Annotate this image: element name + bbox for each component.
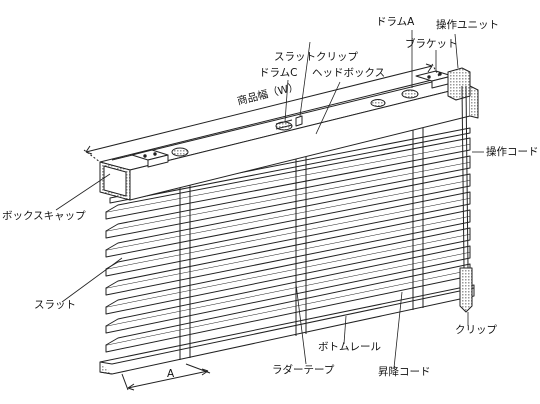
drum-left bbox=[171, 147, 189, 157]
label-bottom-rail: ボトムレール bbox=[318, 341, 381, 353]
drum-mid bbox=[370, 99, 386, 107]
label-control-unit: 操作ユニット bbox=[436, 19, 499, 31]
label-slat-clip: スラットクリップ bbox=[274, 51, 358, 63]
slat-row bbox=[105, 263, 471, 353]
control-unit bbox=[447, 67, 471, 101]
cord-clip bbox=[459, 267, 473, 313]
operation-cord bbox=[461, 85, 469, 269]
slat-row bbox=[105, 173, 471, 258]
slat-row bbox=[105, 227, 471, 315]
label-head-box: ヘッドボックス bbox=[312, 67, 386, 79]
label-box-cap: ボックスキャップ bbox=[2, 210, 86, 222]
dimension-a bbox=[121, 363, 211, 391]
label-slat: スラット bbox=[34, 299, 76, 311]
label-lift-cord: 昇降コード bbox=[378, 366, 431, 378]
label-dimension-a: A bbox=[167, 368, 175, 380]
leader-lines bbox=[55, 30, 484, 369]
label-clip: クリップ bbox=[455, 324, 497, 336]
ladder-tapes bbox=[179, 124, 424, 360]
drum-c bbox=[275, 119, 293, 131]
bottom-rail bbox=[99, 284, 475, 375]
slats bbox=[105, 127, 471, 353]
label-bracket: ブラケット bbox=[405, 38, 458, 50]
drum-a bbox=[401, 89, 419, 99]
slat-row bbox=[105, 191, 471, 277]
slat-row bbox=[109, 127, 471, 204]
label-ladder-tape: ラダーテープ bbox=[272, 364, 335, 376]
label-drum-a: ドラムA bbox=[376, 16, 415, 28]
label-drum-c: ドラムC bbox=[259, 67, 298, 79]
label-operation-cord: 操作コード bbox=[486, 146, 539, 158]
slat-clip bbox=[295, 115, 303, 127]
slat-row bbox=[105, 245, 471, 334]
slat-row bbox=[105, 137, 471, 220]
slat-row bbox=[105, 209, 471, 296]
slat-row bbox=[105, 155, 471, 239]
left-bracket bbox=[131, 149, 169, 168]
